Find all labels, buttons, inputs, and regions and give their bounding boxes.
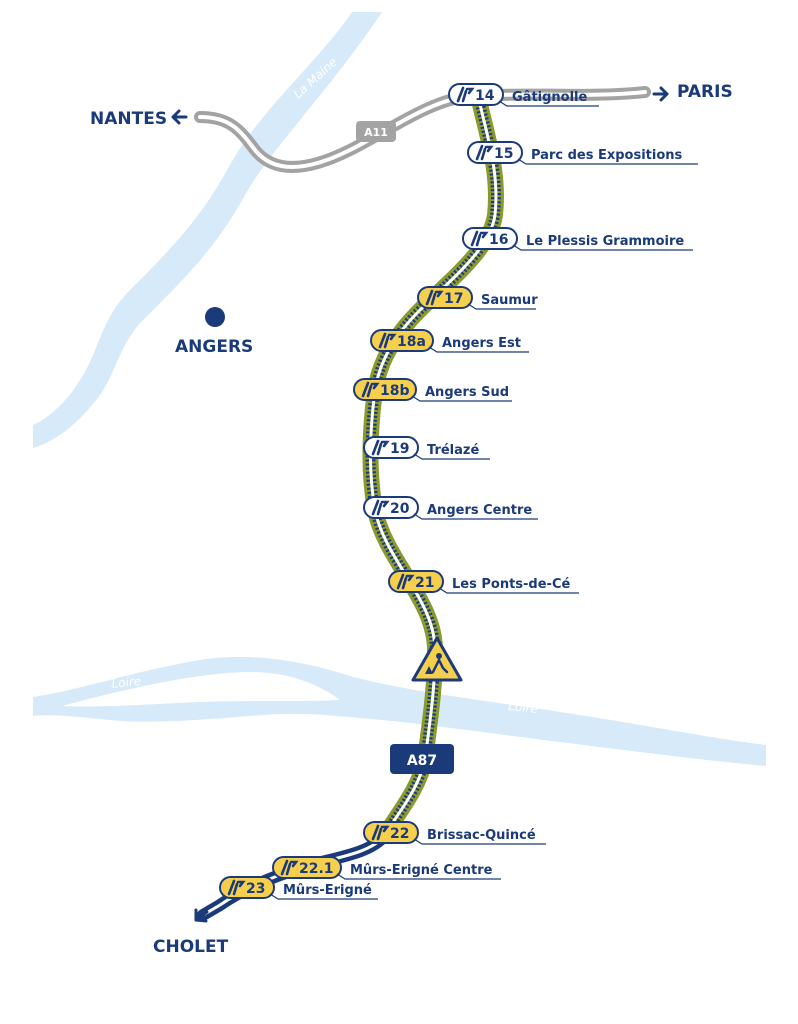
a11-shield-label: A11: [364, 126, 388, 139]
city-angers: ANGERS: [175, 337, 253, 357]
exit-number: 14: [475, 88, 495, 104]
exit-icon: [425, 289, 444, 306]
exit-label-underline: [413, 838, 546, 845]
arrow-left-icon: [171, 109, 188, 125]
river-loire-island: [62, 672, 340, 707]
exit-22: 22 Brissac-Quincé: [363, 821, 546, 845]
exit-17: 17 Saumur: [417, 286, 538, 310]
exit-icon: [470, 230, 489, 247]
a87-shield: A87: [390, 744, 454, 774]
exit-name: Angers Centre: [427, 503, 532, 518]
exit-label-underline: [428, 346, 529, 353]
river-label-loire-left: Loire: [111, 674, 142, 691]
arrow-down-left-icon: [194, 908, 209, 923]
river-label-loire-right: Loire: [508, 699, 539, 716]
exit-name: Mûrs-Erigné Centre: [350, 863, 493, 878]
exit-name: Saumur: [481, 293, 538, 308]
exit-name: Brissac-Quincé: [427, 828, 536, 843]
a11-motorway: A11: [194, 86, 651, 173]
exit-icon: [361, 381, 380, 398]
cities: NANTES PARIS ANGERS CHOLET: [90, 82, 733, 957]
exit-number: 18a: [397, 334, 426, 350]
exit-name: Angers Est: [442, 336, 521, 351]
exit-15: 15 Parc des Expositions: [467, 141, 698, 165]
exit-icon: [475, 144, 494, 161]
exit-number: 22: [390, 826, 409, 842]
exit-22-1: 22.1 Mûrs-Erigné Centre: [272, 856, 501, 880]
exit-number: 17: [444, 291, 463, 307]
exit-icon: [227, 879, 246, 896]
exit-number: 20: [390, 501, 410, 517]
rivers: La Maine Loire Loire: [33, 12, 766, 766]
exit-number: 16: [489, 232, 508, 248]
exit-icon: [371, 499, 390, 516]
city-cholet: CHOLET: [153, 937, 229, 957]
exit-icon: [456, 86, 475, 103]
exit-name: Trélazé: [427, 443, 479, 458]
exit-number: 18b: [380, 383, 410, 399]
exit-21: 21 Les Ponts-de-Cé: [388, 570, 579, 594]
exit-19: 19 Trélazé: [363, 436, 490, 460]
exit-icon: [378, 332, 397, 349]
arrow-right-icon: [652, 86, 669, 102]
exit-label-underline: [467, 303, 536, 310]
exit-icon: [371, 439, 390, 456]
exit-label-underline: [512, 244, 693, 251]
exit-label-underline: [517, 158, 698, 165]
exit-label-underline: [336, 873, 501, 880]
exit-icon: [371, 824, 390, 841]
exit-14: 14 Gâtignolle: [448, 83, 599, 107]
exit-name: Gâtignolle: [512, 90, 588, 105]
exit-16: 16 Le Plessis Grammoire: [462, 227, 693, 251]
exit-label-underline: [269, 893, 378, 900]
exits: 14 Gâtignolle 15 Parc des Expositions 16 Le P…: [219, 83, 698, 900]
exit-icon: [280, 859, 299, 876]
exit-18b: 18b Angers Sud: [353, 378, 512, 402]
exit-name: Parc des Expositions: [531, 148, 683, 163]
angers-dot: [205, 307, 225, 327]
a11-shield: [356, 121, 396, 142]
river-maine: [33, 12, 382, 448]
exit-label-underline: [413, 453, 490, 460]
exit-number: 23: [246, 881, 265, 897]
exit-icon: [396, 573, 415, 590]
exit-name: Le Plessis Grammoire: [526, 234, 684, 249]
exit-18a: 18a Angers Est: [370, 329, 529, 353]
exit-20: 20 Angers Centre: [363, 496, 538, 520]
exit-label-underline: [413, 513, 538, 520]
exit-number: 22.1: [299, 861, 334, 877]
exit-label-underline: [438, 587, 579, 594]
a87-shield-label: A87: [407, 753, 437, 769]
exit-name: Angers Sud: [425, 385, 509, 400]
exit-number: 21: [415, 575, 434, 591]
roadworks-warning-icon: [411, 636, 463, 682]
exit-label-underline: [411, 395, 512, 402]
exit-number: 15: [494, 146, 513, 162]
exit-name: Les Ponts-de-Cé: [452, 577, 570, 592]
city-nantes: NANTES: [90, 109, 167, 129]
exit-number: 19: [390, 441, 409, 457]
exit-23: 23 Mûrs-Erigné: [219, 876, 378, 900]
exit-name: Mûrs-Erigné: [283, 883, 372, 898]
exit-label-underline: [498, 100, 599, 107]
city-paris: PARIS: [677, 82, 733, 102]
